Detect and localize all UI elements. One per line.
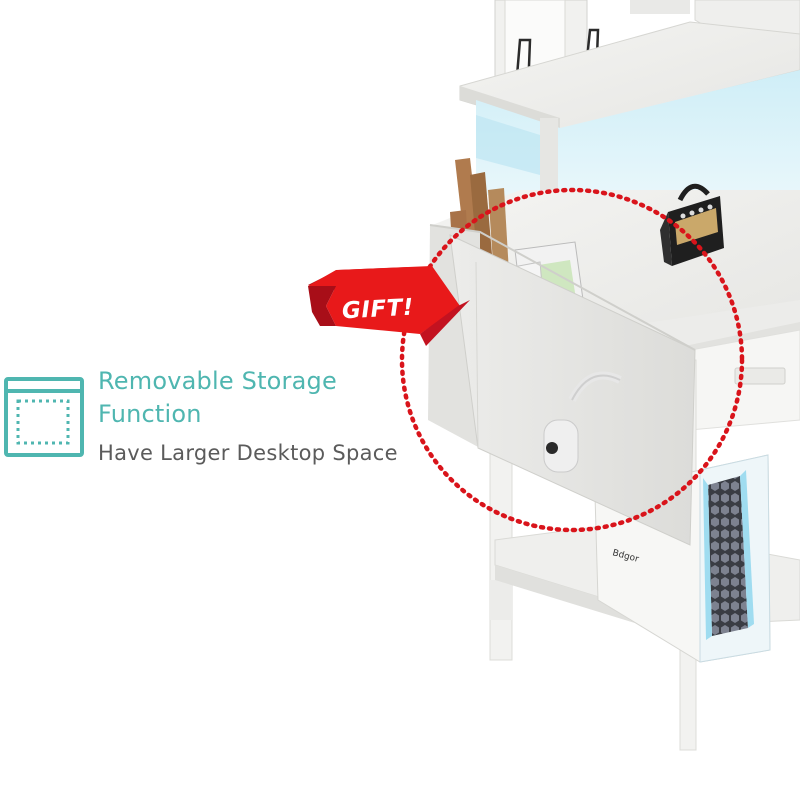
feature-title-line2: Function	[98, 400, 202, 428]
hutch-top	[459, 0, 800, 131]
headphones	[543, 371, 622, 473]
gift-badge	[308, 266, 470, 346]
feature-subtitle: Have Larger Desktop Space	[98, 441, 398, 465]
feature-title: Removable Storage Function	[98, 365, 418, 431]
gift-label: GIFT!	[341, 294, 415, 325]
highlight-circle	[399, 187, 745, 533]
speaker	[660, 183, 724, 266]
feature-title-line1: Removable Storage	[98, 367, 337, 395]
led-light-area	[476, 70, 800, 225]
storage-tray-icon	[4, 377, 84, 457]
storage-bag[interactable]	[428, 158, 696, 546]
